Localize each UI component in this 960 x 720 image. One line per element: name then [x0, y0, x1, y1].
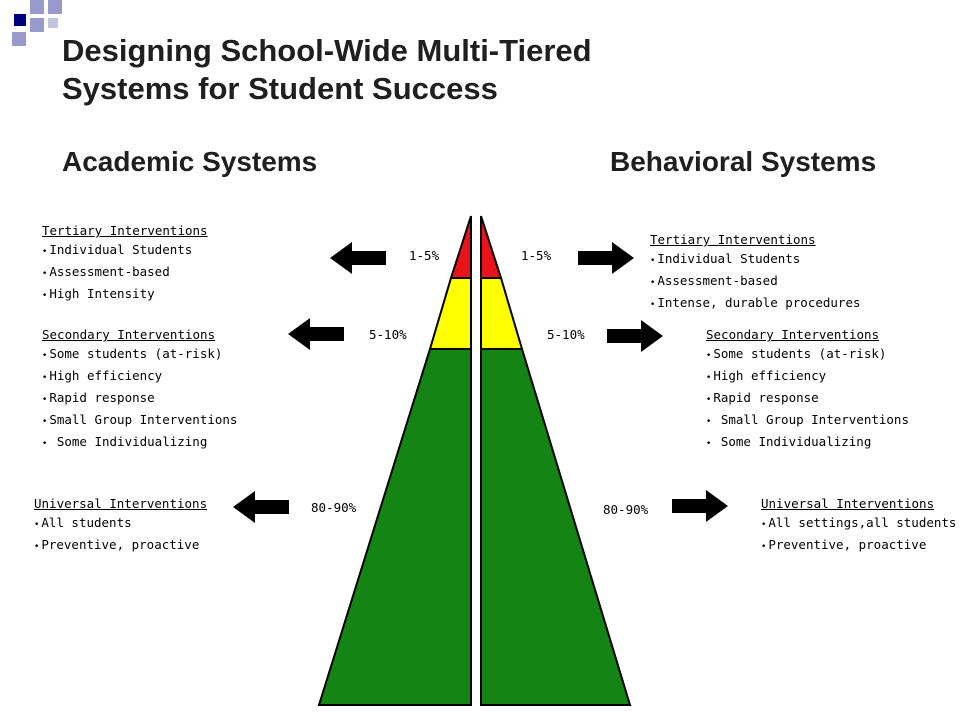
- bullet-item: Small Group Interventions: [42, 410, 237, 432]
- right-percent-tier1: 80-90%: [603, 502, 649, 517]
- left-tertiary-block: Tertiary Interventions Individual Studen…: [42, 221, 208, 306]
- right-arrow-icon: [607, 320, 663, 352]
- right-universal-block: Universal Interventions All settings,all…: [761, 494, 956, 557]
- bullet-item: Some students (at-risk): [706, 344, 909, 366]
- left-percent-tier2: 5-10%: [369, 327, 407, 342]
- bullet-item: All settings,all students: [761, 513, 956, 535]
- left-universal-block: Universal Interventions All students Pre…: [34, 494, 207, 557]
- left-tier1-segment: [317, 348, 472, 706]
- right-percent-tier2: 5-10%: [547, 327, 585, 342]
- left-tier3-segment: [449, 215, 472, 279]
- bullet-item: High Intensity: [42, 284, 208, 306]
- block-heading: Tertiary Interventions: [42, 223, 208, 238]
- right-tier1-segment: [480, 348, 632, 706]
- left-percent-tier1: 80-90%: [311, 500, 357, 515]
- bullet-item: Intense, durable procedures: [650, 293, 860, 315]
- behavioral-systems-heading: Behavioral Systems: [610, 146, 877, 177]
- bullet-item: Rapid response: [42, 388, 237, 410]
- title-line-1: Designing School-Wide Multi-Tiered: [62, 33, 592, 68]
- right-tier2-segment: [480, 277, 524, 350]
- left-tier2-segment: [428, 277, 472, 350]
- left-arrow-icon: [330, 242, 386, 274]
- right-tier3-segment: [480, 215, 503, 279]
- slide-title: Designing School-Wide Multi-Tiered Syste…: [62, 32, 922, 108]
- right-arrow-icon: [578, 242, 634, 274]
- right-tertiary-block: Tertiary Interventions Individual Studen…: [650, 230, 861, 315]
- right-secondary-block: Secondary Interventions Some students (a…: [706, 325, 909, 454]
- decor-square-light: [30, 0, 44, 14]
- bullet-item: Some Individualizing: [706, 432, 909, 454]
- bullet-item: Some students (at-risk): [42, 344, 237, 366]
- block-heading: Secondary Interventions: [42, 327, 216, 342]
- left-arrow-icon: [233, 491, 289, 523]
- right-percent-tier3: 1-5%: [521, 248, 552, 263]
- left-secondary-block: Secondary Interventions Some students (a…: [42, 325, 237, 454]
- block-heading: Secondary Interventions: [706, 327, 880, 342]
- decor-square-light: [48, 18, 58, 28]
- bullet-item: Preventive, proactive: [34, 535, 207, 557]
- decor-square-dark: [14, 14, 26, 26]
- academic-systems-heading: Academic Systems: [62, 146, 318, 177]
- bullet-item: High efficiency: [706, 366, 909, 388]
- bullet-item: Individual Students: [650, 249, 861, 271]
- bullet-item: High efficiency: [42, 366, 237, 388]
- bullet-item: Rapid response: [706, 388, 909, 410]
- left-arrow-icon: [288, 318, 344, 350]
- bullet-item: Individual Students: [42, 240, 208, 262]
- block-heading: Universal Interventions: [761, 496, 935, 511]
- bullet-item: All students: [34, 513, 207, 535]
- bullet-item: Some Individualizing: [42, 432, 237, 454]
- decor-square-light: [30, 18, 44, 32]
- bullet-item: Assessment-based: [650, 271, 861, 293]
- block-heading: Tertiary Interventions: [650, 232, 816, 247]
- bullet-item: Small Group Interventions: [706, 410, 909, 432]
- decor-square-light: [12, 32, 26, 46]
- right-arrow-icon: [672, 490, 728, 522]
- block-heading: Universal Interventions: [34, 496, 208, 511]
- decor-square-light: [48, 0, 62, 14]
- title-line-2: Systems for Student Success: [62, 71, 498, 106]
- bullet-item: Preventive, proactive: [761, 535, 956, 557]
- bullet-item: Assessment-based: [42, 262, 208, 284]
- left-percent-tier3: 1-5%: [409, 248, 440, 263]
